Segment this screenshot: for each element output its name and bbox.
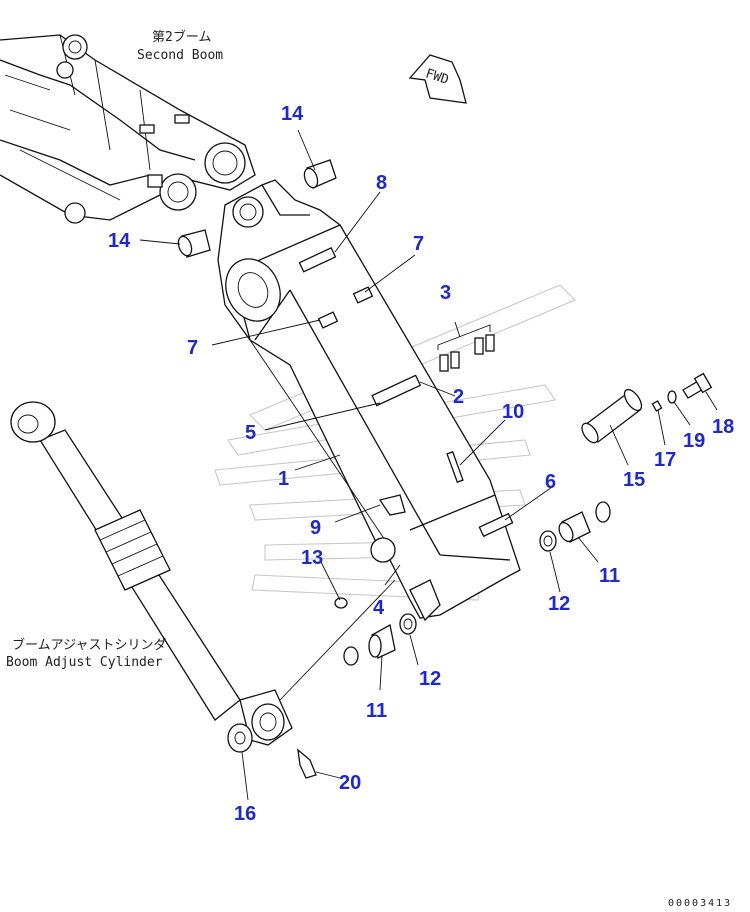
callout-18: 18	[712, 416, 734, 438]
shim-group	[437, 321, 495, 372]
lock-pin	[651, 400, 663, 412]
washer	[667, 390, 677, 404]
second-boom-label-jp: 第2ブーム	[152, 29, 211, 45]
callout-20: 20	[339, 772, 361, 794]
boom-adjust-cylinder	[10, 401, 317, 779]
cylinder-label-jp: ブームアジャストシリンダ	[12, 637, 166, 653]
callout-16: 16	[234, 803, 256, 825]
washer-lower	[343, 613, 417, 666]
callout-12-right: 12	[548, 593, 570, 615]
bushing-left	[177, 229, 211, 258]
callout-10: 10	[502, 401, 524, 423]
fwd-arrow: FWD	[408, 54, 467, 104]
callout-17: 17	[654, 449, 676, 471]
callout-3: 3	[440, 282, 451, 304]
callout-11-right: 11	[599, 565, 620, 587]
callout-14-left: 14	[108, 230, 131, 252]
leader-lines	[139, 129, 718, 801]
callout-12-lower: 12	[419, 668, 441, 690]
callout-1: 1	[278, 468, 289, 490]
fwd-label: FWD	[424, 66, 451, 88]
bushing-lower	[368, 623, 396, 659]
callout-4: 4	[373, 597, 385, 619]
callout-14-upper: 14	[281, 103, 304, 125]
bolt	[682, 372, 713, 399]
callout-5: 5	[245, 422, 256, 444]
cylinder-label-en: Boom Adjust Cylinder	[6, 655, 163, 670]
second-boom-label-en: Second Boom	[137, 48, 223, 63]
bushing-upper	[303, 159, 337, 189]
bushing-right	[558, 511, 591, 543]
boom-body	[217, 179, 521, 622]
callout-6: 6	[545, 471, 556, 493]
second-boom	[0, 34, 256, 224]
cylinder-washer	[227, 723, 253, 753]
callout-2: 2	[453, 386, 464, 408]
pin	[581, 388, 643, 444]
document-id: 00003413	[668, 898, 732, 909]
callout-8: 8	[376, 172, 387, 194]
callout-11-lower: 11	[366, 700, 387, 722]
callout-7-right: 7	[413, 233, 424, 255]
callout-9: 9	[310, 517, 321, 539]
callout-13: 13	[301, 547, 323, 569]
callout-15: 15	[623, 469, 645, 491]
callout-7-left: 7	[187, 337, 198, 359]
washer-right	[539, 501, 611, 552]
small-fitting	[334, 597, 348, 609]
callout-19: 19	[683, 430, 705, 452]
